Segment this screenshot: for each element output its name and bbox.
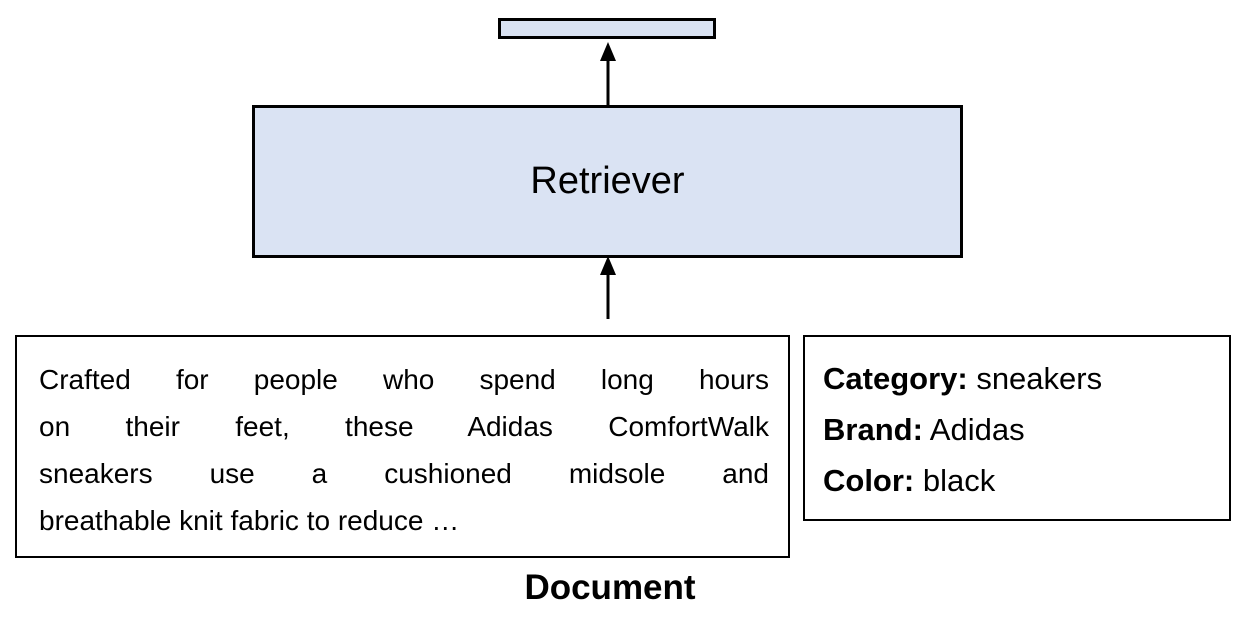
retriever-label: Retriever [530, 160, 685, 202]
embedding-vector-bar [498, 18, 716, 39]
metadata-value-color: black [914, 463, 996, 498]
document-text-line: Crafted for people who spend long hours [39, 364, 769, 395]
metadata-row-color: Color: black [823, 455, 1211, 506]
metadata-label-category: Category: [823, 361, 968, 396]
document-text-line: sneakers use a cushioned midsole and [39, 458, 769, 489]
document-caption: Document [524, 568, 696, 607]
document-text-line: on their feet, these Adidas ComfortWalk [39, 411, 769, 442]
metadata-box: Category: sneakers Brand: Adidas Color: … [803, 335, 1231, 521]
metadata-value-category: sneakers [967, 361, 1103, 396]
metadata-row-brand: Brand: Adidas [823, 404, 1211, 455]
arrow-up-retriever-to-embedding-icon [600, 42, 616, 105]
document-text-line: breathable knit fabric to reduce … [39, 505, 460, 536]
arrow-up-document-to-retriever-icon [600, 256, 616, 319]
document-text-box: Crafted for people who spend long hours … [15, 335, 790, 558]
metadata-value-brand: Adidas [922, 412, 1025, 447]
metadata-row-category: Category: sneakers [823, 353, 1211, 404]
metadata-label-brand: Brand: [823, 412, 923, 447]
retriever-box: Retriever [252, 105, 963, 258]
metadata-label-color: Color: [823, 463, 915, 498]
